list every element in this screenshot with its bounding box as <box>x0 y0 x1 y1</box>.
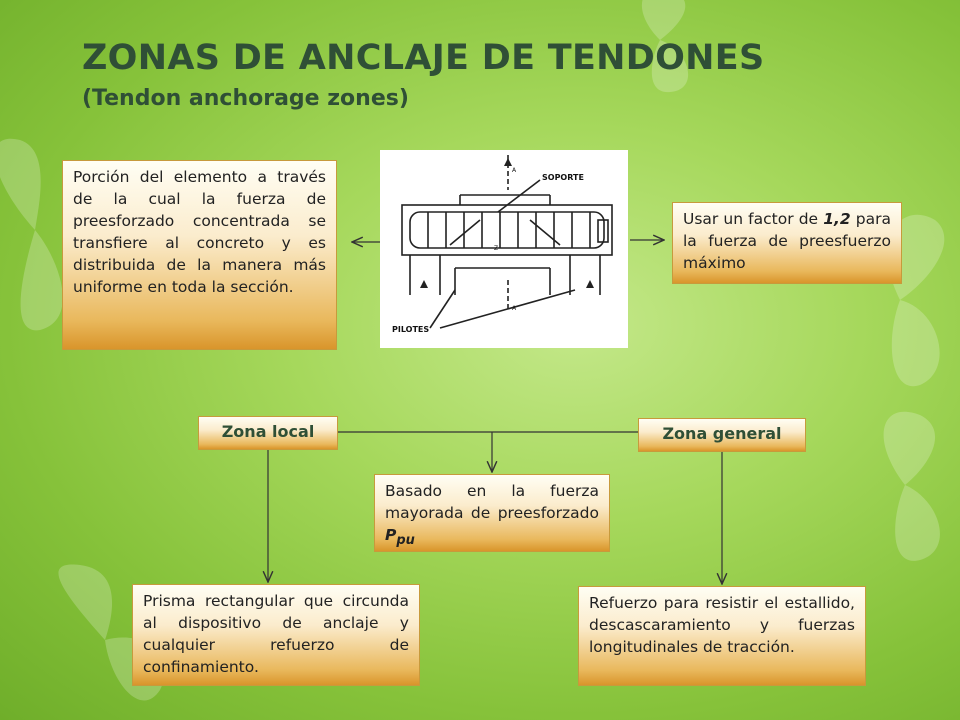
basis-box: Basado en la fuerza mayorada de preesfor… <box>374 474 610 552</box>
figure-label-a-bottom: A <box>512 305 517 312</box>
factor-note-box: Usar un factor de 1,2 para la fuerza de … <box>672 202 902 284</box>
butterfly-decoration-top <box>642 0 688 93</box>
basis-subscript: pu <box>396 533 415 549</box>
pile-cap-diagram: SOPORTE PILOTES A A Z <box>392 155 613 334</box>
figure-label-a-top: A <box>512 167 517 174</box>
basis-symbol: P <box>385 526 397 544</box>
zona-general-description: Refuerzo para resistir el estallido, des… <box>589 594 855 656</box>
figure-label-pilotes: PILOTES <box>392 325 429 334</box>
definition-text: Porción del elemento a través de la cual… <box>73 168 326 296</box>
definition-box: Porción del elemento a través de la cual… <box>62 160 337 350</box>
zona-general-label: Zona general <box>638 418 806 452</box>
figure-label-z: Z <box>494 245 498 252</box>
butterfly-decoration-left <box>0 138 63 331</box>
anchorage-zone-drawing: SOPORTE PILOTES A A Z <box>380 150 628 348</box>
factor-note-suffix: para la fuerza de preesfuerzo máximo <box>683 210 891 272</box>
factor-note-prefix: Usar un factor de <box>683 210 824 228</box>
factor-value: 1,2 <box>823 210 851 228</box>
slide-title: ZONAS DE ANCLAJE DE TENDONES <box>82 38 765 78</box>
zona-local-description: Prisma rectangular que circunda al dispo… <box>143 592 409 676</box>
butterfly-decoration-right-bottom <box>883 411 940 561</box>
basis-text: Basado en la fuerza mayorada de preesfor… <box>385 482 599 522</box>
zona-local-description-box: Prisma rectangular que circunda al dispo… <box>132 584 420 686</box>
slide-subtitle: (Tendon anchorage zones) <box>82 86 409 111</box>
zona-local-label: Zona local <box>198 416 338 450</box>
zona-general-description-box: Refuerzo para resistir el estallido, des… <box>578 586 866 686</box>
figure-label-soporte: SOPORTE <box>542 173 584 182</box>
